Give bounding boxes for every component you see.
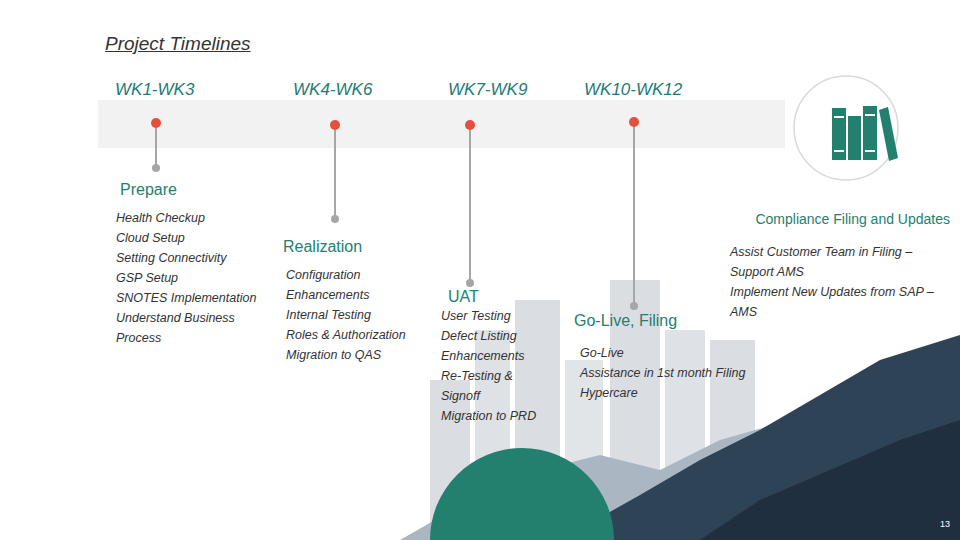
book [863,106,877,160]
task-item: Implement New Updates from SAP – AMS [730,282,935,322]
stripe [865,114,875,116]
phase-heading: Realization [283,238,362,256]
end-dot [331,215,339,223]
phase-heading: Prepare [120,181,177,199]
timeline-band [98,100,785,148]
milestone-dot [629,117,639,127]
end-dot [630,302,638,310]
task-item: GSP Setup [116,268,266,288]
teal-arc [430,448,614,540]
task-list: Assist Customer Team in Filing – Support… [730,242,935,322]
task-item: Understand Business Process [116,308,266,348]
icon-circle [794,76,898,180]
week-label: WK1-WK3 [115,80,194,100]
end-dot [466,279,474,287]
task-item: SNOTES Implementation [116,288,266,308]
drop-line [334,125,336,219]
drop-line [155,123,157,168]
task-item: Internal Testing [286,305,436,325]
task-item: Cloud Setup [116,228,266,248]
book [832,108,846,160]
task-list: Health CheckupCloud SetupSetting Connect… [116,208,266,348]
phase-heading: Compliance Filing and Updates [755,211,950,227]
task-item: Configuration [286,265,436,285]
stripe [865,150,875,152]
phase-heading: UAT [448,288,479,306]
task-item: Go-Live [580,343,765,363]
week-label: WK7-WK9 [448,80,527,100]
task-item: Defect Listing [441,326,546,346]
mountain-shadow [700,420,960,540]
task-item: Enhancements [286,285,436,305]
book [879,107,898,161]
task-item: Migration to PRD [441,406,546,426]
task-item: Roles & Authorization [286,325,436,345]
task-item: Assistance in 1st month Filing [580,363,765,383]
task-list: User TestingDefect ListingEnhancementsRe… [441,306,546,426]
book-stripes [834,114,875,152]
drop-line [469,125,471,283]
task-list: ConfigurationEnhancementsInternal Testin… [286,265,436,365]
milestone-dot [330,120,340,130]
books-icon [832,106,898,161]
task-item: Setting Connectivity [116,248,266,268]
week-label: WK10-WK12 [584,80,682,100]
drop-line [633,122,635,306]
task-item: Enhancements [441,346,546,366]
task-item: Re-Testing & Signoff [441,366,546,406]
milestone-dot [151,118,161,128]
task-list: Go-LiveAssistance in 1st month FilingHyp… [580,343,765,403]
stripe [834,116,844,118]
task-item: Migration to QAS [286,345,436,365]
week-label: WK4-WK6 [293,80,372,100]
phase-heading: Go-Live, Filing [574,312,677,330]
task-item: User Testing [441,306,546,326]
book [848,116,861,160]
mountain [560,335,960,540]
milestone-dot [465,120,475,130]
task-item: Health Checkup [116,208,266,228]
slide-title: Project Timelines [105,33,251,55]
task-item: Hypercare [580,383,765,403]
end-dot [152,164,160,172]
stripe [834,150,844,152]
page-number: 13 [940,519,950,529]
task-item: Assist Customer Team in Filing – Support… [730,242,935,282]
